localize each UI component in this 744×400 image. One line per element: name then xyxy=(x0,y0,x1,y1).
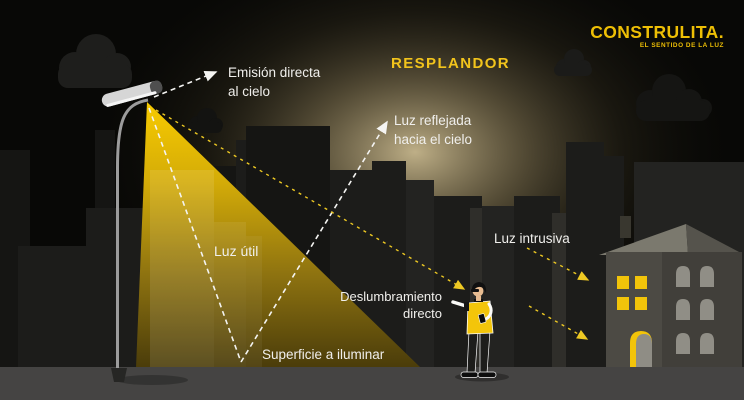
pedestrian-sleeve-cuff xyxy=(464,302,469,311)
cloud-middle xyxy=(554,49,592,76)
streetlight-head xyxy=(101,80,163,107)
label-useful-light: Luz útil xyxy=(214,243,259,259)
streetlight-base xyxy=(111,368,127,382)
house-lit-windows xyxy=(617,276,647,310)
cloud-right xyxy=(636,74,712,121)
house-roof-right xyxy=(686,224,741,255)
label-direct-emission: Emisión directa al cielo xyxy=(228,63,320,101)
label-reflected-line2: hacia el cielo xyxy=(394,132,473,147)
label-glare-line2: directo xyxy=(402,306,442,321)
ray-reflected-to-sky xyxy=(240,120,388,363)
pedestrian-arm-bent xyxy=(484,302,493,321)
label-reflected-line1: Luz reflejada xyxy=(394,113,472,128)
streetlight-pole xyxy=(116,98,149,368)
pedestrian xyxy=(451,282,509,382)
pedestrian-forearm-pointing xyxy=(451,300,468,308)
cloud-near-lamp xyxy=(188,108,223,133)
construlita-logo: CONSTRULITA. EL SENTIDO DE LA LUZ xyxy=(590,23,724,49)
label-direct-emission-line1: Emisión directa xyxy=(228,65,321,80)
house-chimney xyxy=(620,216,631,238)
label-reflected-light: Luz reflejada hacia el cielo xyxy=(394,111,472,149)
house-dark-windows xyxy=(676,266,714,354)
brand-name: CONSTRULITA. xyxy=(590,22,724,42)
pedestrian-shoe xyxy=(477,371,497,378)
title-resplandor: RESPLANDOR xyxy=(391,55,511,72)
house xyxy=(599,216,742,368)
pedestrian-neck xyxy=(476,296,481,301)
label-direct-emission-line2: al cielo xyxy=(228,84,271,99)
ray-direct-emission xyxy=(153,70,218,98)
pedestrian-phone xyxy=(477,313,487,324)
cloud-left xyxy=(58,34,132,88)
streetlight xyxy=(101,80,188,385)
house-door xyxy=(636,334,652,368)
pedestrian-shoe xyxy=(460,371,479,378)
ray-incident xyxy=(148,107,242,363)
streetlight-shadow xyxy=(116,375,188,385)
pedestrian-hair xyxy=(471,282,487,293)
road xyxy=(0,367,744,400)
label-glare-line1: Deslumbramiento xyxy=(340,289,442,304)
house-roof-left xyxy=(599,224,688,255)
pedestrian-glasses xyxy=(471,289,479,292)
label-direct-glare: Deslumbramiento directo xyxy=(330,288,442,322)
label-surface-to-illuminate: Superficie a iluminar xyxy=(262,347,385,362)
brand-tagline: EL SENTIDO DE LA LUZ xyxy=(639,42,724,49)
label-intrusive-light: Luz intrusiva xyxy=(494,231,570,246)
